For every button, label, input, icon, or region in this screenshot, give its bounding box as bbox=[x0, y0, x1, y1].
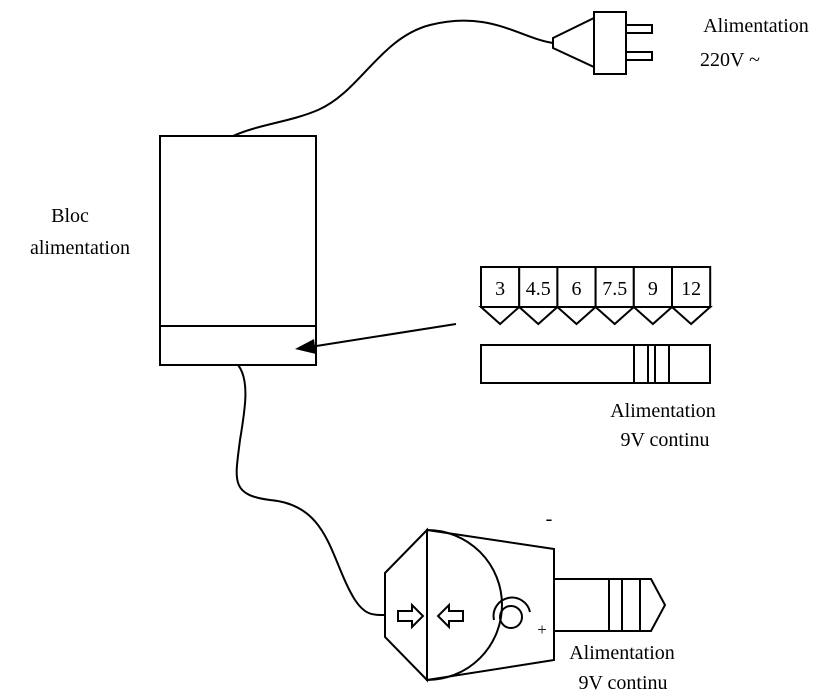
selector-label-line1: Alimentation bbox=[610, 400, 716, 422]
voltage-option-pointer bbox=[516, 306, 561, 326]
power-block bbox=[159, 135, 317, 366]
mains-label-line2: 220V ~ bbox=[700, 49, 760, 71]
mains-cable bbox=[232, 19, 554, 137]
voltage-option-label: 3 bbox=[495, 278, 505, 300]
plug-label-line2: 9V continu bbox=[578, 672, 667, 694]
block-label-line1: Bloc bbox=[51, 205, 89, 227]
voltage-selector: 3 4.5 6 7.5 9 12 bbox=[478, 266, 713, 326]
voltage-option-box bbox=[671, 266, 712, 308]
voltage-option-box bbox=[594, 266, 635, 308]
polarity-ring-icon bbox=[492, 596, 531, 629]
dc-jack-plug bbox=[384, 527, 667, 683]
voltage-option-pointer bbox=[554, 306, 599, 326]
voltage-option-pointer bbox=[631, 306, 675, 326]
voltage-option-box bbox=[556, 266, 597, 308]
polarity-minus: - bbox=[546, 508, 553, 530]
voltage-option-label: 7.5 bbox=[602, 278, 627, 300]
voltage-option-pointer bbox=[478, 306, 522, 326]
voltage-option-label: 4.5 bbox=[526, 278, 551, 300]
voltage-option-pointer bbox=[592, 306, 637, 326]
voltage-option-pointer bbox=[669, 306, 713, 326]
voltage-option-label: 6 bbox=[572, 278, 582, 300]
selector-label-line2: 9V continu bbox=[620, 429, 709, 451]
polarity-plus: + bbox=[537, 620, 547, 639]
selector-arrow bbox=[295, 323, 457, 354]
double-arrow-icon bbox=[397, 602, 464, 630]
voltage-option-box bbox=[480, 266, 521, 308]
mains-label-line1: Alimentation bbox=[703, 15, 809, 37]
voltage-slider bbox=[480, 344, 711, 384]
mains-plug bbox=[552, 11, 653, 75]
plug-label-line1: Alimentation bbox=[569, 642, 675, 664]
block-label-line2: alimentation bbox=[30, 237, 130, 259]
voltage-option-label: 12 bbox=[681, 278, 701, 300]
dc-cable bbox=[235, 364, 386, 616]
voltage-option-label: 9 bbox=[648, 278, 658, 300]
